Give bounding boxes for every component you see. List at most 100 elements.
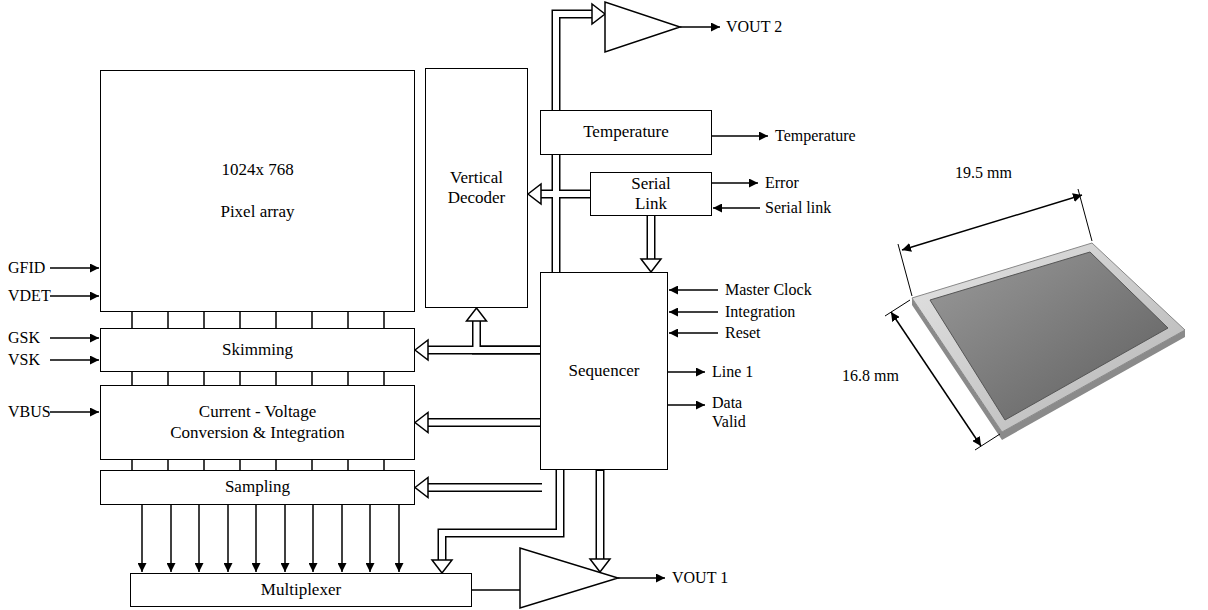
input-label: Integration bbox=[725, 302, 795, 321]
column-line bbox=[198, 505, 200, 572]
column-line bbox=[311, 460, 313, 470]
conversion-block: Current - Voltage Conversion & Integrati… bbox=[100, 385, 415, 460]
pin-label: GSK bbox=[8, 328, 40, 347]
bus-arrowhead bbox=[641, 259, 661, 272]
column-line bbox=[275, 312, 277, 328]
serial-link-block: Serial Link bbox=[590, 172, 712, 216]
input-wire bbox=[50, 337, 99, 339]
output-label: Error bbox=[765, 173, 799, 192]
column-line bbox=[383, 460, 385, 470]
bus-connector bbox=[428, 347, 542, 353]
column-line bbox=[347, 312, 349, 328]
output-wire bbox=[712, 182, 758, 184]
skimming-block: Skimming bbox=[100, 328, 415, 372]
bus-connector bbox=[442, 468, 560, 560]
column-line bbox=[167, 460, 169, 470]
column-line bbox=[255, 505, 257, 572]
output-wire bbox=[680, 26, 720, 28]
output-label: Line 1 bbox=[712, 362, 753, 381]
bus-connector bbox=[541, 190, 592, 199]
dimension-arrow bbox=[891, 312, 981, 446]
column-line bbox=[398, 505, 400, 572]
bus-connector bbox=[428, 485, 542, 491]
column-lines bbox=[142, 505, 399, 572]
output-wire bbox=[712, 135, 768, 137]
extension-line bbox=[1078, 189, 1092, 241]
pin-label: VSK bbox=[8, 350, 40, 369]
column-line bbox=[239, 312, 241, 328]
block-label: Vertical Decoder bbox=[432, 168, 521, 209]
column-line bbox=[203, 312, 205, 328]
block-label: Sampling bbox=[225, 477, 290, 497]
input-label: Reset bbox=[725, 323, 761, 342]
output-wire bbox=[668, 404, 705, 406]
column-line bbox=[383, 372, 385, 385]
extension-line bbox=[898, 244, 912, 296]
input-wire bbox=[50, 359, 99, 361]
bus-arrowhead bbox=[415, 340, 428, 360]
input-wire bbox=[50, 411, 99, 413]
column-line bbox=[284, 505, 286, 572]
output-label: VOUT 1 bbox=[672, 568, 728, 587]
column-lines bbox=[132, 372, 384, 385]
block-label: 1024x 768 bbox=[221, 160, 293, 180]
column-line bbox=[383, 312, 385, 328]
block-label: Skimming bbox=[222, 340, 293, 360]
column-line bbox=[239, 372, 241, 385]
column-line bbox=[203, 372, 205, 385]
temperature-block: Temperature bbox=[540, 110, 712, 155]
column-lines bbox=[132, 312, 384, 328]
block-label: Serial Link bbox=[621, 174, 681, 215]
bus-arrowhead bbox=[592, 4, 605, 24]
bus-connector bbox=[477, 321, 543, 350]
column-line bbox=[312, 505, 314, 572]
bus-connector bbox=[428, 420, 542, 426]
block-label: Temperature bbox=[583, 122, 669, 142]
column-line bbox=[131, 312, 133, 328]
column-line bbox=[131, 372, 133, 385]
block-label: Multiplexer bbox=[261, 580, 341, 600]
column-line bbox=[170, 505, 172, 572]
output-wire bbox=[618, 577, 665, 579]
column-line bbox=[141, 505, 143, 572]
column-line bbox=[311, 372, 313, 385]
column-line bbox=[167, 372, 169, 385]
output-label: VOUT 2 bbox=[726, 17, 782, 36]
bus-connector bbox=[541, 191, 592, 197]
bus-arrowhead bbox=[415, 478, 428, 498]
input-wire bbox=[50, 295, 99, 297]
column-line bbox=[369, 505, 371, 572]
input-wire bbox=[713, 207, 760, 209]
decoder-block: Vertical Decoder bbox=[425, 68, 528, 308]
pin-label: VDET bbox=[8, 286, 51, 305]
pixel-array-block: 1024x 768Pixel array bbox=[100, 70, 415, 312]
column-line bbox=[131, 460, 133, 470]
input-label: Serial link bbox=[765, 198, 831, 217]
column-line bbox=[227, 505, 229, 572]
column-line bbox=[167, 312, 169, 328]
column-lines bbox=[132, 460, 384, 470]
block-label: Sequencer bbox=[569, 361, 640, 381]
input-wire bbox=[50, 267, 99, 269]
mux-wire bbox=[472, 589, 520, 591]
dimension-label: 16.8 mm bbox=[842, 366, 899, 385]
pin-label: GFID bbox=[8, 258, 45, 277]
pin-label: VBUS bbox=[8, 402, 51, 421]
sampling-block: Sampling bbox=[100, 470, 415, 505]
block-label: Pixel array bbox=[220, 202, 294, 222]
amplifier-symbol bbox=[520, 548, 618, 608]
input-wire bbox=[669, 311, 718, 313]
column-line bbox=[275, 372, 277, 385]
dimension-arrow bbox=[902, 195, 1082, 250]
input-wire bbox=[669, 332, 718, 334]
column-line bbox=[341, 505, 343, 572]
bus-connector bbox=[442, 468, 560, 560]
output-label: Temperature bbox=[775, 126, 856, 145]
bus-connector bbox=[428, 483, 542, 492]
bus-connector bbox=[428, 346, 542, 355]
column-line bbox=[275, 460, 277, 470]
dimension-label: 19.5 mm bbox=[955, 163, 1012, 182]
column-line bbox=[203, 460, 205, 470]
bus-arrowhead bbox=[528, 184, 541, 204]
bus-arrowhead bbox=[415, 413, 428, 433]
